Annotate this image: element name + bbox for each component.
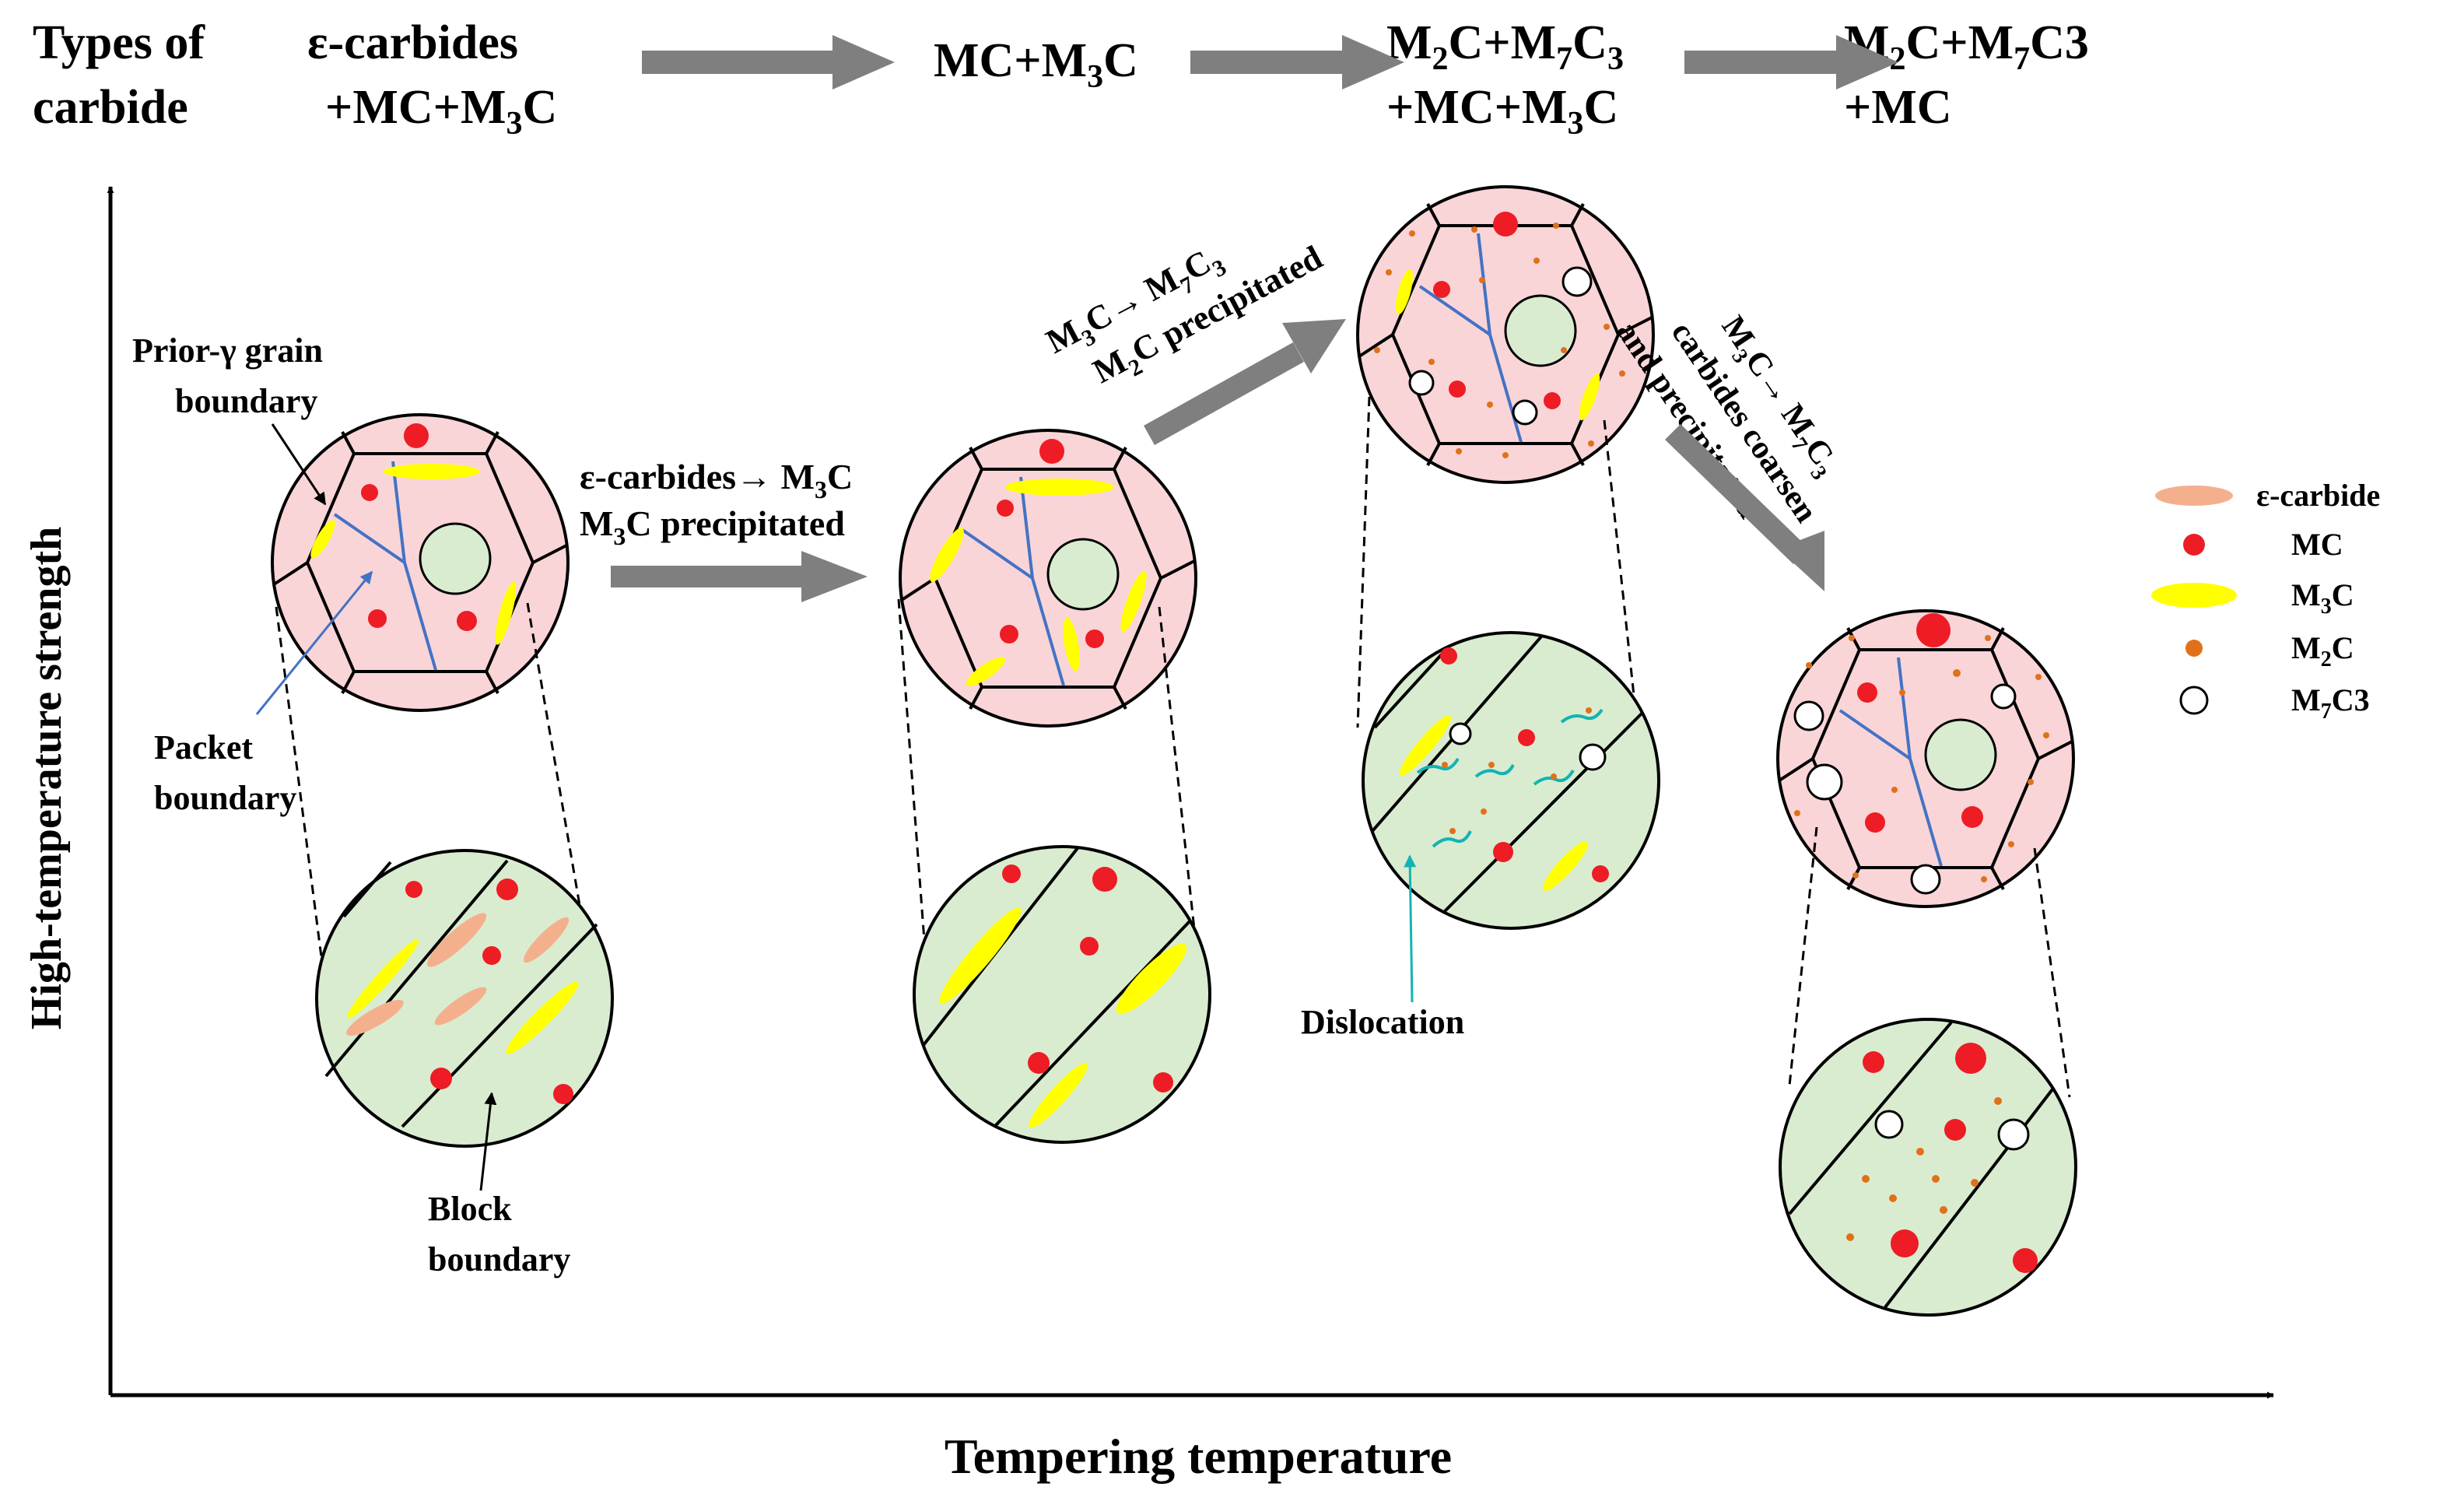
x-axis-label: Tempering temperature <box>945 1429 1452 1484</box>
stage1-types-line1: ε-carbides <box>307 16 518 69</box>
stage4-zoom-line-left <box>1788 826 1818 1086</box>
transition3-arrow <box>1665 424 1824 591</box>
svg-text:M2C: M2C <box>2291 630 2354 672</box>
transition1-arrow <box>611 551 867 602</box>
stage1-types-line2: +MC+M3C <box>325 81 557 142</box>
packet-pointer <box>255 570 373 715</box>
stage4-types-line1: M2C+M7C3 <box>1844 16 2089 77</box>
transition2-label: M3C→ M7C3 M2C precipitated <box>1040 238 1329 391</box>
packet-label-line1: Packet <box>154 728 253 766</box>
stage4-grain <box>1776 609 2075 908</box>
stage4-types-line2: +MC <box>1844 81 1952 134</box>
stage3-zoom-line-right <box>1603 419 1639 732</box>
types-label-line1: Types of <box>33 16 205 69</box>
stage2-lath-zoom <box>913 845 1211 1144</box>
svg-text:M7C3: M7C3 <box>2291 682 2370 724</box>
block-pointer <box>479 1092 497 1191</box>
axes: High-temperature strength Tempering temp… <box>23 186 2274 1484</box>
stage2-grain <box>899 429 1197 728</box>
stage3-lath-zoom <box>1362 631 1660 930</box>
transition2-arrow <box>1144 319 1346 445</box>
stage2-zoom-line-right <box>1158 606 1200 966</box>
header-arrow-3 <box>1684 35 1898 89</box>
stage4-zoom-line-right <box>2033 847 2071 1098</box>
dislocation-label: Dislocation <box>1301 1003 1464 1041</box>
legend-item-m3c: M3C <box>2151 577 2354 619</box>
packet-label-line2: boundary <box>154 779 296 817</box>
header-arrow-1 <box>642 35 895 89</box>
dislocation-pointer <box>1404 854 1417 1003</box>
stage2-zoom-line-left <box>897 598 927 962</box>
stage2-types: MC+M3C <box>934 34 1138 95</box>
y-axis-label: High-temperature strength <box>23 527 71 1030</box>
prior-gamma-label-line2: boundary <box>175 382 317 420</box>
types-label-line2: carbide <box>33 81 188 134</box>
stage3-grain <box>1356 185 1655 484</box>
transition1-line1: ε-carbides→ M3C <box>580 457 853 503</box>
stage1-zoom-line-left <box>275 606 324 970</box>
block-label-line1: Block <box>428 1190 512 1228</box>
legend-item-epsilon: ε-carbide <box>2155 478 2380 513</box>
prior-gamma-pointer <box>271 423 327 506</box>
legend-item-m2c: M2C <box>2185 630 2354 672</box>
block-label-line2: boundary <box>428 1240 570 1278</box>
prior-gamma-label-line1: Prior-γ grain <box>132 331 323 370</box>
stage4-lath-zoom <box>1779 1018 2077 1317</box>
svg-text:MC: MC <box>2291 527 2343 562</box>
stage3-types-line2: +MC+M3C <box>1386 81 1618 142</box>
svg-text:M3C: M3C <box>2291 577 2354 619</box>
stage3-types-line1: M2C+M7C3 <box>1386 16 1624 77</box>
legend-item-m7c3: M7C3 <box>2179 682 2370 724</box>
legend: ε-carbide MC M3C M2C M7C3 <box>2151 478 2380 724</box>
stage1-grain <box>271 413 570 712</box>
transition1-line2: M3C precipitated <box>580 503 845 550</box>
legend-item-mc: MC <box>2183 527 2343 562</box>
stage1-lath-zoom <box>315 849 614 1148</box>
header-arrow-2 <box>1190 35 1404 89</box>
stage3-zoom-line-left <box>1356 396 1371 728</box>
carbide-types-header: Types of carbide ε-carbides +MC+M3C MC+M… <box>33 16 2089 142</box>
svg-text:ε-carbide: ε-carbide <box>2256 478 2380 513</box>
